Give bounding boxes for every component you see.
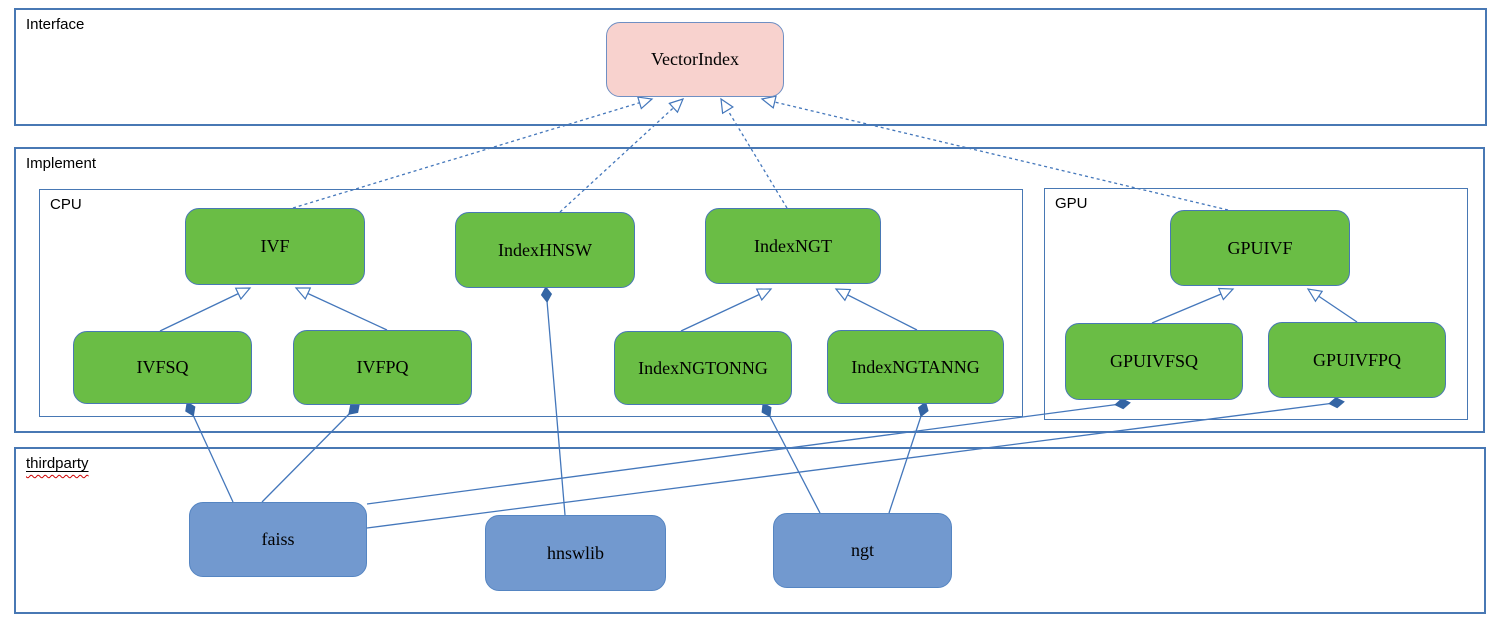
container-thirdparty-label: thirdparty (26, 455, 89, 472)
edge-indexngt-vectorindex[interactable] (720, 97, 788, 209)
node-ivfsq[interactable]: IVFSQ (73, 331, 252, 404)
container-implement[interactable]: Implement (14, 147, 1485, 433)
node-indexngtonng[interactable]: IndexNGTONNG (614, 331, 792, 405)
node-gpuivfsq-label: GPUIVFSQ (1109, 351, 1199, 371)
node-ivf-label: IVF (260, 236, 290, 256)
node-faiss-label: faiss (261, 529, 295, 549)
edge-ivfpq-faiss[interactable] (261, 402, 361, 503)
node-gpuivfsq[interactable]: GPUIVFSQ (1065, 323, 1243, 400)
node-ivfsq-label: IVFSQ (136, 357, 189, 377)
edge-gpuivfpq-gpuivf[interactable] (1306, 288, 1358, 323)
edge-ivf-vectorindex[interactable] (292, 96, 654, 209)
node-indexngtanng-label: IndexNGTANNG (851, 356, 980, 377)
node-ivf[interactable]: IVF (185, 208, 365, 285)
edge-gpuivfpq-faiss[interactable] (366, 397, 1345, 529)
edge-indexhnsw-hnswlib[interactable] (540, 286, 566, 516)
edge-indexngtonng-indexngt[interactable] (680, 288, 773, 332)
thirdparty-misspelled-text: thirdparty (26, 455, 89, 472)
node-indexngtanng[interactable]: IndexNGTANNG (827, 330, 1004, 404)
container-gpu[interactable]: GPU (1044, 188, 1468, 420)
edge-indexhnsw-vectorindex[interactable] (559, 98, 685, 213)
node-gpuivf-label: GPUIVF (1227, 237, 1293, 258)
container-cpu[interactable]: CPU (39, 189, 1023, 417)
node-vectorindex-label: VectorIndex (651, 49, 739, 69)
node-indexngt-label: IndexNGT (754, 235, 832, 256)
node-gpuivfpq-label: GPUIVFPQ (1312, 349, 1402, 370)
edge-ivfpq-ivf[interactable] (294, 287, 388, 331)
edge-indexngtanng-indexngt[interactable] (834, 288, 918, 331)
node-ngt[interactable]: ngt (773, 513, 952, 588)
edge-gpuivfsq-faiss[interactable] (366, 398, 1131, 505)
container-cpu-label: CPU (50, 196, 82, 213)
edge-indexngtonng-ngt[interactable] (761, 402, 821, 514)
container-gpu-label: GPU (1055, 195, 1088, 212)
node-indexhnsw[interactable]: IndexHNSW (455, 212, 635, 288)
edge-gpuivf-vectorindex[interactable] (760, 95, 1229, 211)
edge-ivfsq-ivf[interactable] (159, 287, 252, 332)
node-indexngt[interactable]: IndexNGT (705, 208, 881, 284)
node-vectorindex[interactable]: VectorIndex (606, 22, 784, 97)
node-indexngtonng-label: IndexNGTONNG (638, 357, 768, 378)
edge-gpuivfsq-gpuivf[interactable] (1151, 287, 1235, 324)
node-indexhnsw-label: IndexHNSW (498, 239, 592, 260)
node-ivfpq[interactable]: IVFPQ (293, 330, 472, 405)
node-gpuivf[interactable]: GPUIVF (1170, 210, 1350, 286)
container-interface[interactable]: Interface (14, 8, 1487, 126)
node-hnswlib[interactable]: hnswlib (485, 515, 666, 591)
node-faiss[interactable]: faiss (189, 502, 367, 577)
container-interface-label: Interface (26, 16, 85, 33)
node-hnswlib-label: hnswlib (546, 542, 604, 563)
node-ivfpq-label: IVFPQ (356, 357, 409, 377)
container-implement-label: Implement (26, 155, 97, 172)
container-thirdparty[interactable]: thirdparty (14, 447, 1486, 614)
node-gpuivfpq[interactable]: GPUIVFPQ (1268, 322, 1446, 398)
edge-ivfsq-faiss[interactable] (185, 401, 234, 503)
node-ngt-label: ngt (850, 540, 874, 560)
